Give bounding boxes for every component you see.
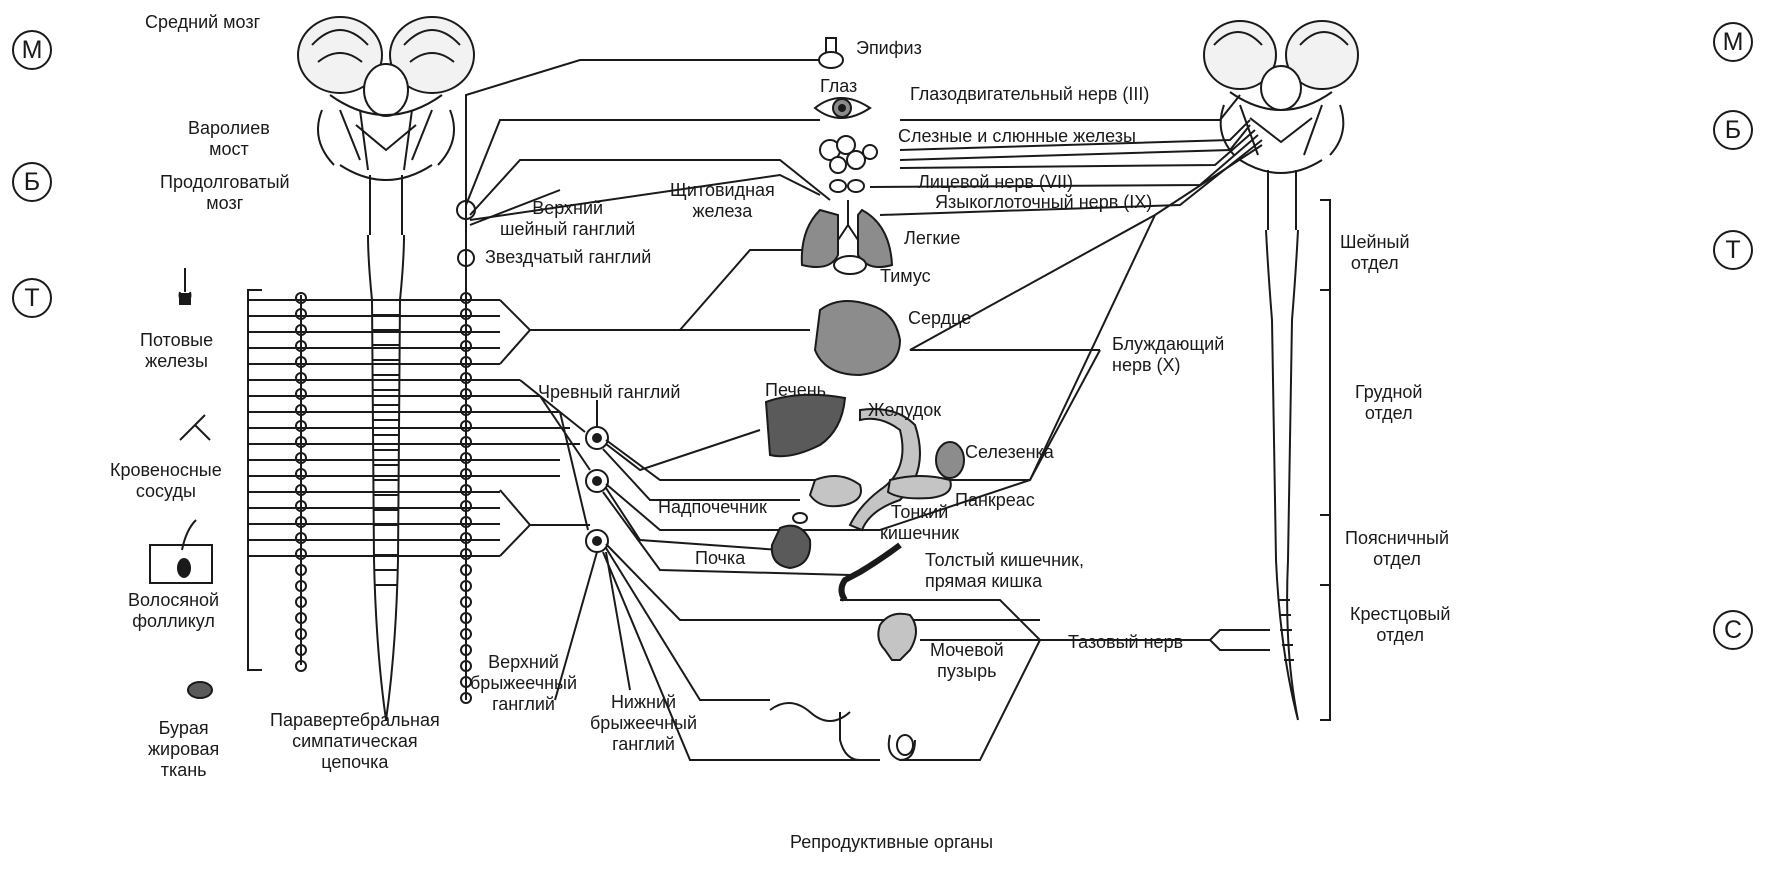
marker-m-right: М bbox=[1713, 22, 1753, 62]
right-brainstem bbox=[1204, 21, 1358, 230]
label-pelvic-nerve: Тазовый нерв bbox=[1068, 632, 1183, 653]
label-pancreas: Панкреас bbox=[955, 490, 1035, 511]
left-brainstem bbox=[298, 17, 474, 235]
label-vagus-nerve: Блуждающий нерв (X) bbox=[1112, 334, 1224, 376]
label-superior-mesenteric-ganglion: Верхний брыжеечный ганглий bbox=[470, 652, 577, 715]
label-stellate-ganglion: Звездчатый ганглий bbox=[485, 247, 651, 268]
reproductive-organs-shape bbox=[770, 703, 915, 760]
label-adrenal: Надпочечник bbox=[658, 497, 767, 518]
marker-t-right: Т bbox=[1713, 230, 1753, 270]
label-hair-follicle: Волосяной фолликул bbox=[128, 590, 219, 632]
label-facial-nerve: Лицевой нерв (VII) bbox=[918, 172, 1073, 193]
salivary-glands-shape bbox=[820, 136, 877, 173]
paravertebral-chain-outer bbox=[457, 201, 475, 703]
label-thoracic-section: Грудной отдел bbox=[1355, 382, 1422, 424]
cervical-ganglion-lines bbox=[466, 50, 830, 330]
thymus-shape bbox=[834, 256, 866, 274]
label-lacrimal-salivary: Слезные и слюнные железы bbox=[898, 126, 1136, 147]
label-thyroid: Щитовидная железа bbox=[670, 180, 775, 222]
heart-shape bbox=[815, 301, 900, 375]
label-brown-fat: Бурая жировая ткань bbox=[148, 718, 219, 781]
label-paravertebral-chain: Паравертебральная симпатическая цепочка bbox=[270, 710, 440, 773]
paravertebral-chain-inner bbox=[296, 293, 306, 671]
label-eye: Глаз bbox=[820, 76, 857, 97]
label-small-intestine: Тонкий кишечник bbox=[880, 502, 959, 544]
label-lungs: Легкие bbox=[904, 228, 960, 249]
bladder-shape bbox=[878, 614, 916, 660]
label-liver: Печень bbox=[765, 380, 826, 401]
label-celiac-ganglion: Чревный ганглий bbox=[538, 382, 680, 403]
label-medulla: Продолговатый мозг bbox=[160, 172, 290, 214]
label-heart: Сердце bbox=[908, 308, 971, 329]
right-spinal-cord bbox=[1266, 200, 1330, 720]
label-stomach: Желудок bbox=[868, 400, 941, 421]
label-oculomotor-nerve: Глазодвигательный нерв (III) bbox=[910, 84, 1149, 105]
thyroid-shape bbox=[830, 180, 864, 192]
marker-b-left: Б bbox=[12, 162, 52, 202]
label-glossopharyngeal-nerve: Языкоглоточный нерв (IX) bbox=[935, 192, 1152, 213]
label-superior-cervical-ganglion: Верхний шейный ганглий bbox=[500, 198, 635, 240]
large-intestine-shape bbox=[842, 545, 901, 600]
label-bladder: Мочевой пузырь bbox=[930, 640, 1004, 682]
label-sacral-section: Крестцовый отдел bbox=[1350, 604, 1450, 646]
label-midbrain: Средний мозг bbox=[145, 12, 260, 33]
left-spinal-cord bbox=[368, 235, 404, 720]
label-blood-vessels: Кровеносные сосуды bbox=[110, 460, 222, 502]
marker-s-right: С bbox=[1713, 610, 1753, 650]
eye-shape bbox=[815, 98, 870, 118]
liver-shape bbox=[766, 395, 845, 456]
marker-b-right: Б bbox=[1713, 110, 1753, 150]
pancreas-shape bbox=[888, 476, 951, 498]
marker-t-left: Т bbox=[12, 278, 52, 318]
intestine-shape bbox=[810, 476, 861, 506]
label-pineal: Эпифиз bbox=[856, 38, 922, 59]
label-spleen: Селезенка bbox=[965, 442, 1054, 463]
pineal-gland-shape bbox=[819, 38, 843, 68]
kidney-shape bbox=[772, 526, 810, 568]
label-large-intestine: Толстый кишечник, прямая кишка bbox=[925, 550, 1084, 592]
label-cervical-section: Шейный отдел bbox=[1340, 232, 1410, 274]
label-pons: Варолиев мост bbox=[188, 118, 270, 160]
label-lumbar-section: Поясничный отдел bbox=[1345, 528, 1449, 570]
label-thymus: Тимус bbox=[880, 266, 931, 287]
label-sweat-glands: Потовые железы bbox=[140, 330, 213, 372]
label-reproductive-organs: Репродуктивные органы bbox=[790, 832, 993, 853]
label-inferior-mesenteric-ganglion: Нижний брыжеечный ганглий bbox=[590, 692, 697, 755]
marker-m-left: М bbox=[12, 30, 52, 70]
spleen-shape bbox=[936, 442, 964, 478]
label-kidney: Почка bbox=[695, 548, 745, 569]
adrenal-shape bbox=[793, 513, 807, 523]
